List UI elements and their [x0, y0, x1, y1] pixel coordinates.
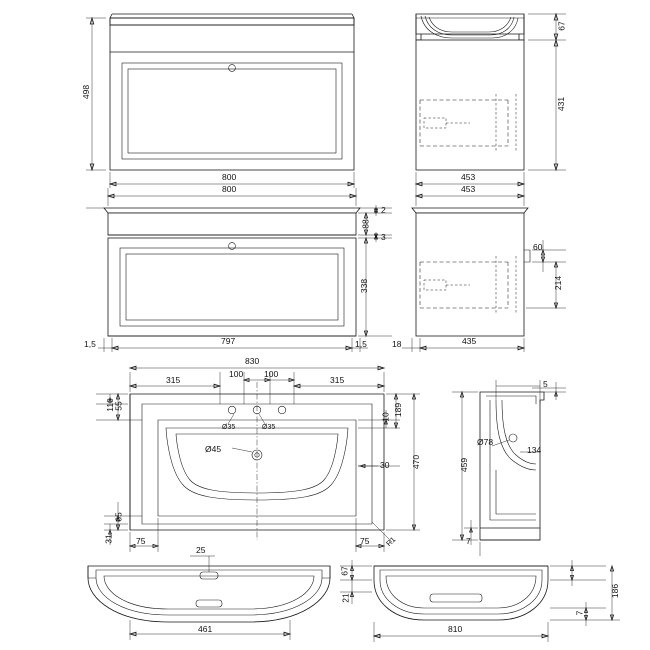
dim-basin-tap-hole-1: Ø35	[222, 424, 236, 431]
dim-front-detail-body: 338	[359, 278, 370, 294]
dim-front-detail-top-edge: 2	[381, 205, 386, 215]
dim-basin-centre-b: 100	[264, 369, 279, 379]
dim-front-unit-width: 800	[222, 172, 237, 182]
dim-front-detail-base-width: 797	[221, 336, 236, 346]
dim-front-detail-left-offset: 1,5	[84, 339, 96, 349]
dim-side-body-height: 431	[556, 96, 567, 112]
dim-basin-overall-depth: 470	[411, 454, 422, 470]
view-front-elevation-unit	[86, 13, 356, 188]
view-basin-section	[452, 380, 566, 556]
dim-front-detail-right-offset: 1,5	[355, 339, 367, 349]
dim-side-unit-depth: 453	[461, 172, 476, 182]
dim-basin-rear-upper: 21	[340, 593, 351, 603]
dim-basin-centre-a: 100	[229, 369, 244, 379]
dim-basin-right-span: 315	[330, 375, 345, 385]
dim-basin-bowl-top: 189	[393, 402, 404, 418]
dim-basin-tap-zone: 55	[113, 401, 124, 411]
dim-section-overall: 459	[459, 457, 470, 473]
dim-basin-bowl-rear: 30	[380, 460, 390, 470]
view-side-elevation-unit	[414, 12, 566, 188]
view-front-elevation-unit-detail	[86, 188, 392, 352]
dim-side-detail-back-offset: 18	[392, 339, 402, 349]
dim-section-waste-dia: Ø78	[477, 437, 494, 447]
dim-side-detail-bracket: 60	[533, 242, 543, 252]
dim-basin-front-base-width: 461	[198, 624, 213, 634]
dim-side-detail-depth: 453	[461, 184, 476, 194]
view-basin-rear-elevation	[340, 560, 620, 642]
dim-basin-corner-right: 75	[360, 536, 370, 546]
dim-section-rim: 5	[543, 379, 548, 389]
dim-side-basin-height: 67	[556, 21, 567, 31]
dim-basin-left-span: 315	[166, 375, 181, 385]
dim-front-detail-drawer: 88	[360, 219, 371, 229]
dim-basin-rear-width: 810	[448, 624, 463, 634]
dim-basin-overall-width: 830	[245, 356, 260, 366]
view-side-elevation-unit-detail	[402, 188, 566, 352]
dim-basin-tap-hole-2: Ø35	[262, 424, 276, 431]
dim-basin-front-overflow: 25	[196, 545, 206, 555]
dim-basin-rear-top: 67	[339, 566, 350, 576]
dim-front-unit-height: 498	[81, 84, 92, 100]
view-basin-plan	[96, 365, 420, 552]
dim-basin-waste-dia: Ø45	[205, 444, 222, 454]
dim-basin-rear-lower: 7	[574, 610, 585, 616]
dim-section-inner: 134	[527, 445, 542, 455]
dim-basin-front-b: 31	[103, 534, 114, 544]
dim-basin-corner-left: 75	[136, 536, 146, 546]
dim-front-detail-gap: 3	[381, 232, 386, 242]
dim-basin-bowl-inner: 10	[380, 412, 391, 422]
view-basin-front-elevation	[87, 555, 331, 640]
dim-side-detail-base-depth: 435	[462, 336, 477, 346]
dim-basin-front-a: 65	[113, 512, 124, 522]
dim-side-detail-runner: 214	[553, 275, 564, 291]
dim-front-detail-width: 800	[222, 184, 237, 194]
dim-basin-rear-total: 186	[610, 583, 621, 599]
dim-section-foot: 7	[466, 536, 471, 546]
